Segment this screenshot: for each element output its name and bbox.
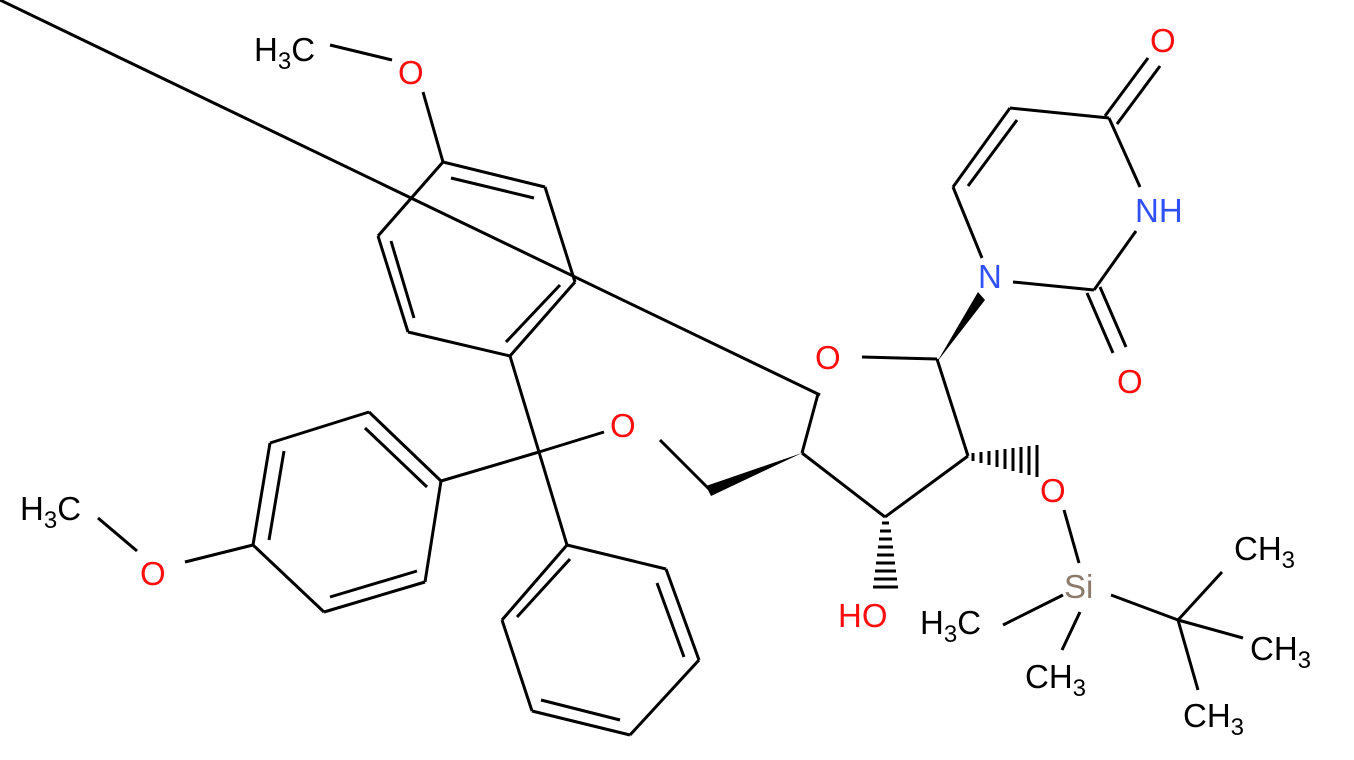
bond-left-ring-inner-3	[329, 569, 418, 599]
bond-central-phenyl	[537, 451, 569, 546]
bond-left-ring-d	[251, 543, 326, 614]
bond-c2-o-b	[1098, 286, 1128, 348]
label-methyl-top: H3C	[254, 31, 315, 75]
bond-c6-c5-inner	[966, 119, 1019, 187]
bond-phenyl-inner-1	[655, 582, 686, 658]
label-o-silyl: O	[1040, 472, 1066, 509]
bond-o-si	[1062, 509, 1081, 564]
bond-phenyl-inner-3	[515, 557, 572, 619]
bond-c3-c4	[801, 451, 886, 519]
label-si-methyl-left: H3C	[920, 604, 981, 648]
bond-top-ring-e	[376, 235, 410, 333]
label-o-methoxy-left: O	[140, 555, 166, 592]
wedge-c4-ch2	[706, 453, 802, 496]
bond-phenyl-d	[531, 709, 631, 737]
label-o-methoxy-top: O	[398, 54, 424, 91]
label-si: Si	[1064, 568, 1093, 605]
label-o-ring: O	[815, 339, 841, 376]
bond-ring-top-central	[508, 355, 541, 453]
bond-c4-o-ring-fix	[800, 393, 820, 454]
label-o-c4: O	[1150, 22, 1176, 59]
bond-c4-o-ring	[0, 0, 821, 397]
bond-top-ring-d	[407, 330, 511, 358]
bond-c1-c2	[935, 358, 970, 457]
label-o-c2: O	[1117, 363, 1143, 400]
bond-c2-o-a	[1085, 292, 1115, 354]
bond-si-methyl-bottom	[1060, 611, 1082, 651]
bond-phenyl-f	[500, 544, 569, 621]
bond-si-methyl-left	[1002, 593, 1064, 627]
bond-tbu-m1	[1176, 570, 1224, 622]
bond-top-ring-inner-2	[504, 283, 562, 344]
bond-tbu-m3	[1176, 619, 1200, 691]
label-methyl-left: H3C	[20, 490, 81, 534]
atom-labels: H3C O H3C O O O N NH O O O Si HO H3C CH3…	[20, 22, 1311, 741]
bond-tbu-m2	[1177, 618, 1244, 640]
bond-central-o-ether	[538, 430, 605, 454]
label-tbu-methyl-1: CH3	[1234, 530, 1295, 574]
bond-left-ring-f	[423, 480, 443, 583]
label-tbu-methyl-2: CH3	[1250, 630, 1311, 674]
bond-top-ring-b	[543, 186, 577, 283]
bond-left-ring-b	[269, 410, 370, 445]
hash-c2-o	[971, 445, 1039, 477]
bond-left-o-methyl	[97, 516, 138, 553]
bond-c4-o-b	[1115, 65, 1162, 125]
label-n3: NH	[1135, 192, 1183, 229]
bond-c4-n3	[1107, 117, 1142, 188]
bond-top-ring-c	[508, 281, 577, 357]
bond-phenyl-b	[664, 568, 701, 661]
bond-si-tbu	[1110, 593, 1179, 622]
bond-c4-o-a	[1103, 57, 1150, 117]
label-o-trityl-ether: O	[610, 407, 636, 444]
bond-top-ring-inner-1	[450, 176, 535, 200]
label-si-methyl-bottom: CH3	[1025, 658, 1086, 702]
bond-o-ether-ch2	[658, 438, 712, 492]
label-tbu-methyl-3: CH3	[1183, 697, 1244, 741]
bond-n3-c2	[1092, 230, 1138, 291]
bond-phenyl-e	[500, 619, 534, 712]
bond-phenyl-inner-2	[540, 698, 621, 722]
bond-phenyl-a	[566, 543, 667, 571]
bond-c2-c3	[884, 454, 969, 519]
bond-c5-c4	[1009, 106, 1110, 120]
hash-c3-oh	[873, 521, 898, 589]
label-oh: HO	[838, 597, 888, 634]
bond-n1-c6	[951, 186, 984, 259]
bond-c2-n1	[1012, 280, 1095, 292]
bond-o-ring-top	[421, 91, 445, 163]
bonds	[0, 0, 1244, 737]
bond-central-left-ring	[440, 450, 540, 483]
bond-left-ring-a	[367, 410, 443, 483]
bond-left-ring-c	[251, 442, 272, 546]
bond-top-ring-inner-3	[389, 240, 416, 319]
bond-left-ring-o	[184, 543, 254, 564]
bond-c6-c5	[951, 107, 1012, 188]
bond-left-ring-inner-2	[267, 450, 286, 541]
bond-methyl-o-top	[329, 43, 393, 62]
bond-phenyl-c	[628, 658, 701, 737]
bond-o-ring-c1	[861, 355, 938, 361]
label-n1: N	[978, 258, 1002, 295]
bond-left-ring-e	[323, 580, 426, 614]
bond-left-ring-inner-1	[363, 426, 429, 489]
wedge-c1-n1	[937, 292, 985, 362]
bond-top-ring-a	[442, 160, 546, 189]
